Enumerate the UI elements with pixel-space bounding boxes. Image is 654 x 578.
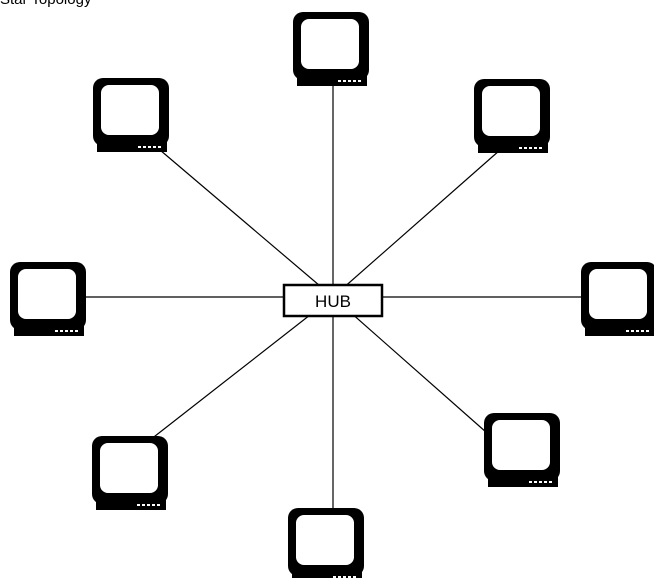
monitor-base [96, 500, 166, 510]
monitor-icon-bottom [288, 508, 364, 578]
monitor-screen [18, 269, 76, 319]
monitor-vent [143, 146, 146, 148]
monitor-screen [482, 86, 540, 136]
monitor-vent [539, 481, 542, 483]
monitor-vent [534, 147, 537, 149]
monitor-vent [631, 330, 634, 332]
connection-line-top-left [159, 149, 334, 298]
monitor-vent [147, 504, 150, 506]
monitor-vent [142, 504, 145, 506]
monitor-vent [333, 576, 336, 578]
monitor-vent [137, 504, 140, 506]
monitor-vent [353, 576, 356, 578]
monitor-vent [524, 147, 527, 149]
monitor-vent [646, 330, 649, 332]
monitor-vent [75, 330, 78, 332]
monitor-vent [348, 80, 351, 82]
monitor-vent [549, 481, 552, 483]
page-title: Star Topology [0, 0, 91, 8]
monitor-vent [544, 481, 547, 483]
monitor-vent [158, 146, 161, 148]
connection-line-top-right [332, 149, 501, 298]
monitor-base [292, 572, 362, 578]
monitor-base [14, 326, 84, 336]
monitor-vent [138, 146, 141, 148]
monitor-vent [519, 147, 522, 149]
monitor-vent [636, 330, 639, 332]
monitor-base [97, 142, 167, 152]
monitor-vent [148, 146, 151, 148]
monitor-icon-left [10, 262, 86, 336]
monitor-icon-bottom-right [484, 413, 560, 487]
monitor-base [585, 326, 654, 336]
monitor-vent [338, 80, 341, 82]
monitor-vent [529, 147, 532, 149]
monitor-base [488, 477, 558, 487]
hub-box [282, 283, 384, 318]
monitor-vent [157, 504, 160, 506]
monitor-icon-top-right [474, 79, 550, 153]
connection-line-bottom-right [332, 296, 496, 441]
monitor-screen [101, 85, 159, 135]
monitor-screen [100, 443, 158, 493]
monitor-vent [534, 481, 537, 483]
monitor-vent [343, 80, 346, 82]
monitor-vent [60, 330, 63, 332]
monitor-vent [65, 330, 68, 332]
monitor-screen [589, 269, 647, 319]
monitor-vent [153, 146, 156, 148]
monitor-vent [70, 330, 73, 332]
monitor-vent [338, 576, 341, 578]
hub: HUB [282, 283, 384, 318]
monitor-vent [529, 481, 532, 483]
monitor-icon-top [293, 12, 369, 86]
hub-label: HUB [315, 292, 351, 311]
monitor-vent [641, 330, 644, 332]
monitor-vent [539, 147, 542, 149]
monitor-icon-bottom-left [92, 436, 168, 510]
monitor-screen [296, 515, 354, 565]
connection-line-bottom-left [149, 296, 334, 441]
monitor-base [297, 76, 367, 86]
monitor-screen [301, 19, 359, 69]
monitor-vent [152, 504, 155, 506]
monitor-vent [358, 80, 361, 82]
monitor-vent [55, 330, 58, 332]
monitor-base [478, 143, 548, 153]
monitor-icon-top-left [93, 78, 169, 152]
monitor-vent [353, 80, 356, 82]
monitor-icon-right [581, 262, 654, 336]
monitor-vent [343, 576, 346, 578]
monitor-screen [492, 420, 550, 470]
monitor-vent [626, 330, 629, 332]
computer-nodes [10, 12, 654, 578]
monitor-vent [348, 576, 351, 578]
